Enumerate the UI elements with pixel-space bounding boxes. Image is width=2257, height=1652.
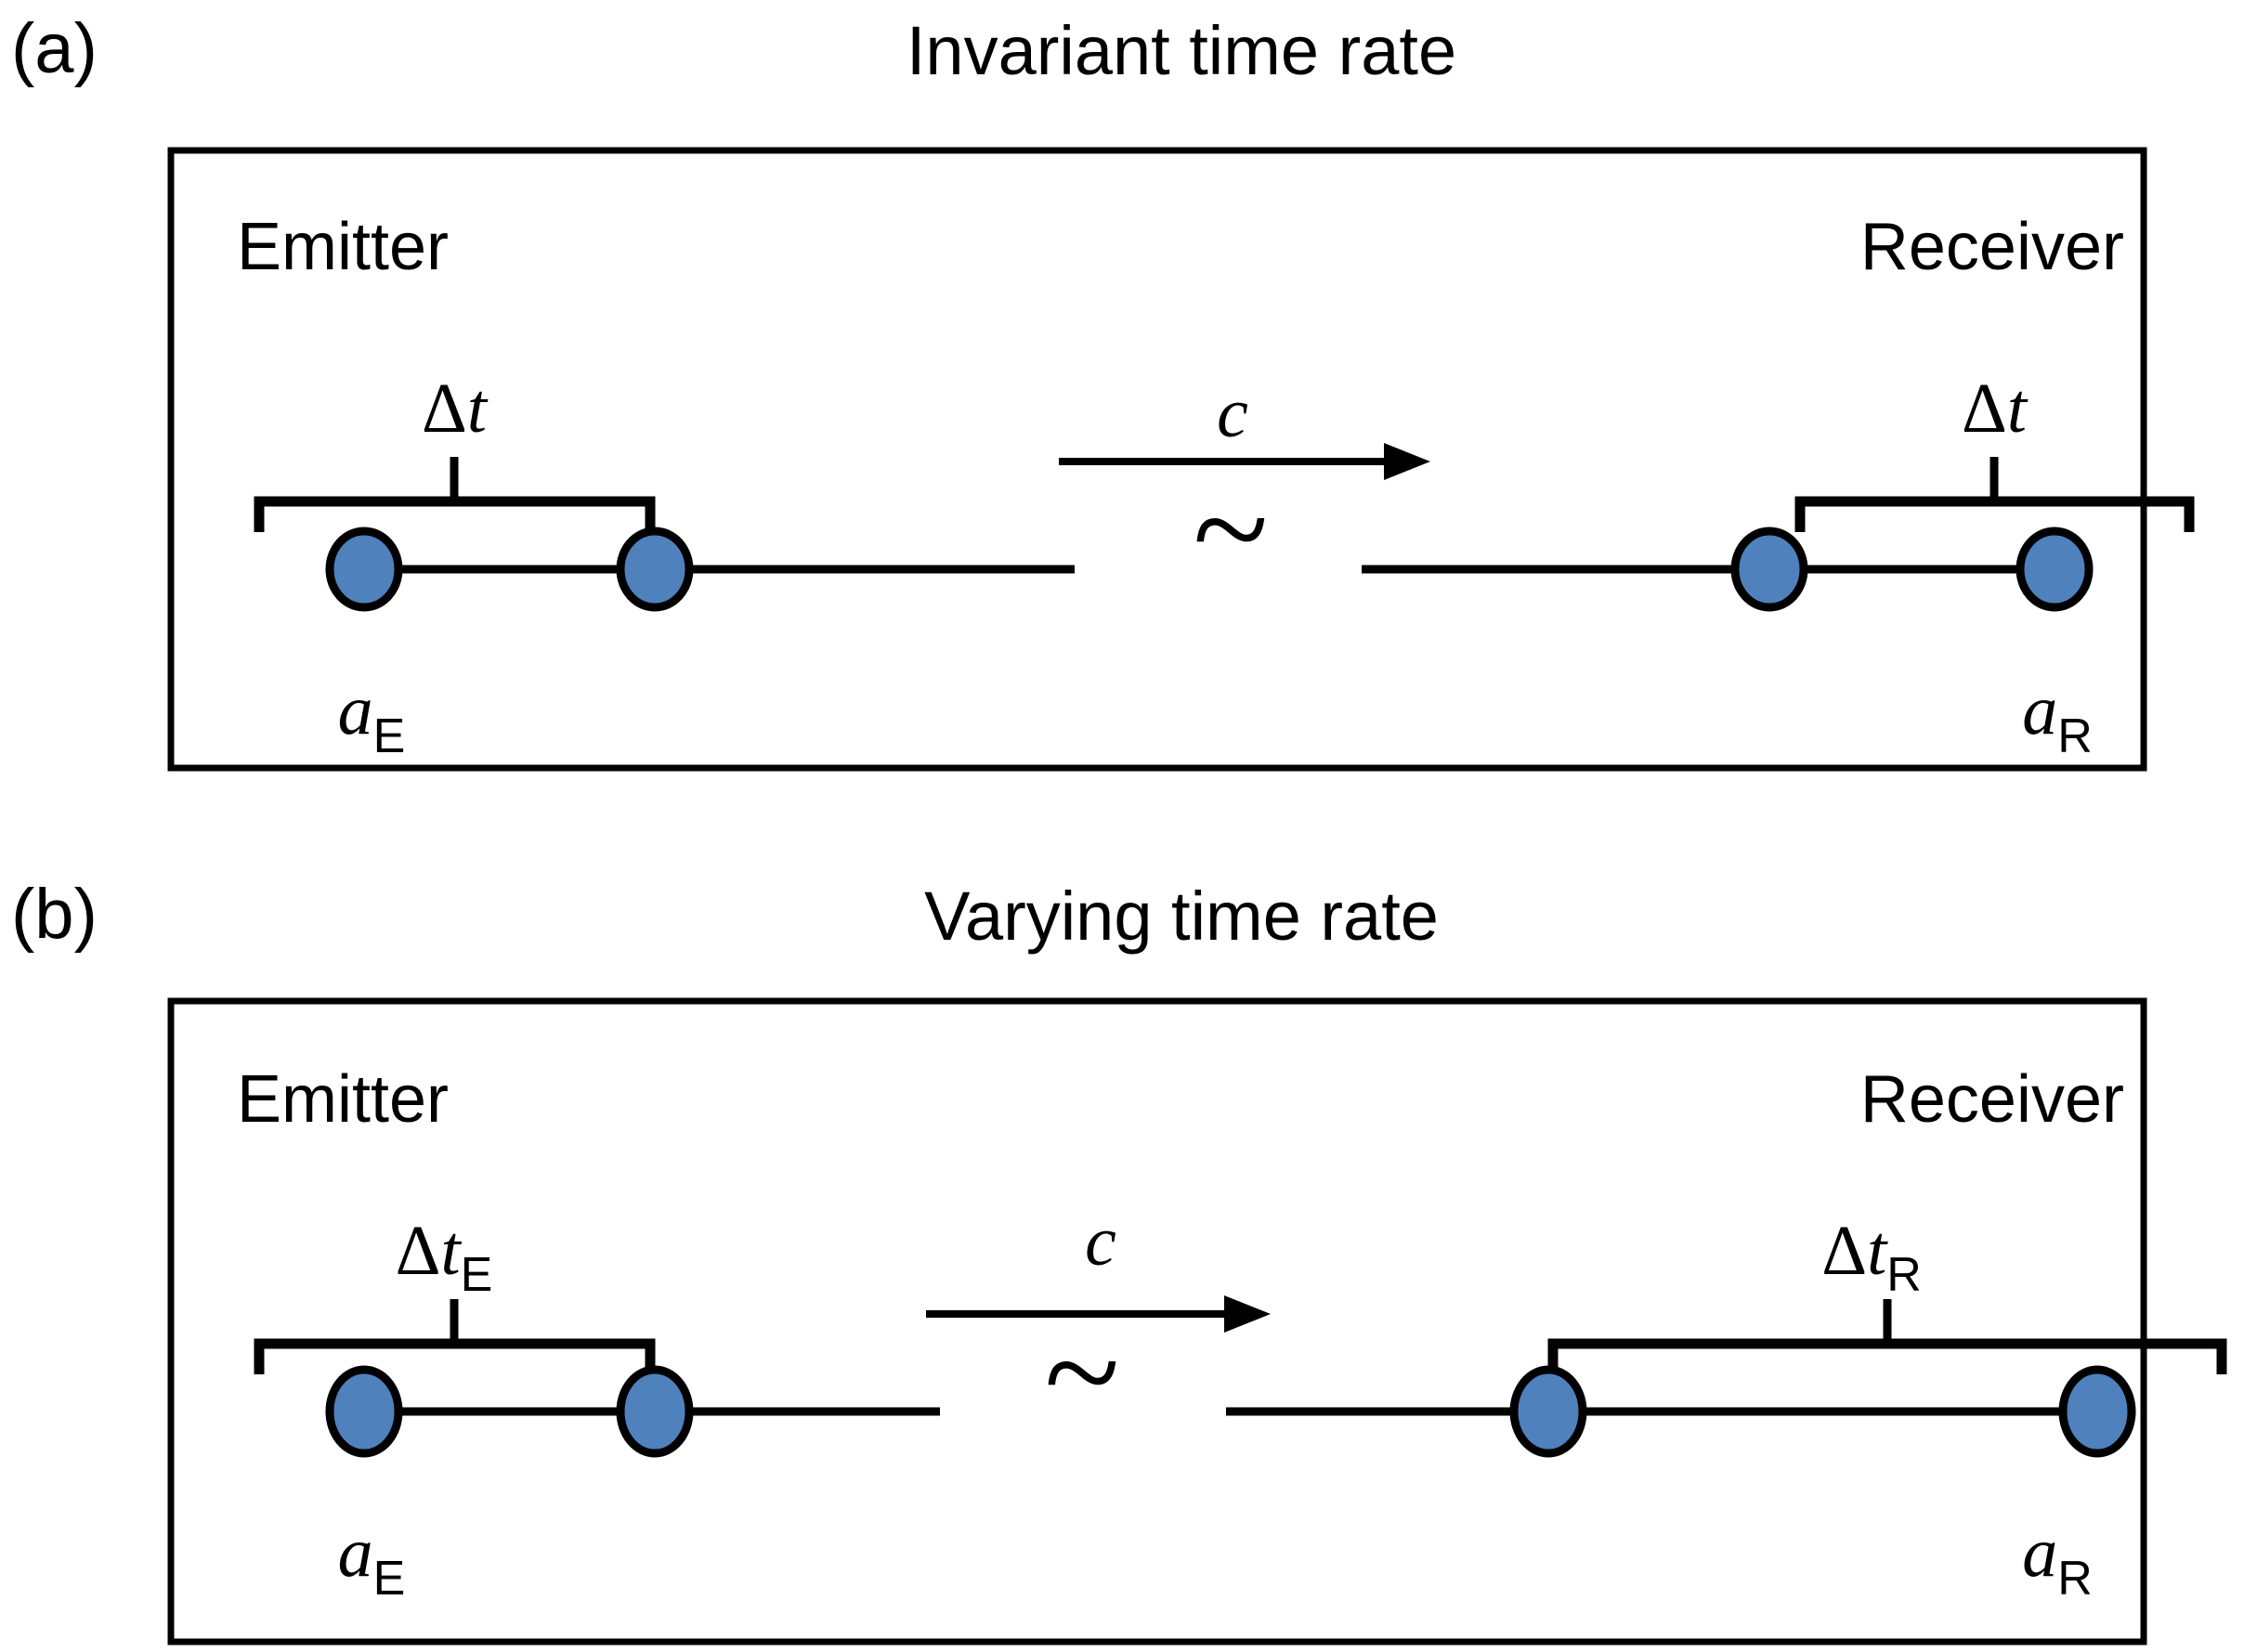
panel-a-emitter-brace: [254, 496, 656, 532]
panel-b-receiver-event-dot-1: [1509, 1365, 1587, 1458]
panel-a-receiver-event-dot-1: [1730, 527, 1808, 612]
panel-b-emitter-interval-label: ΔtE: [396, 1212, 493, 1302]
panel-b-letter: (b): [11, 875, 98, 954]
panel-a-receiver-scale-label: aR: [2022, 671, 2093, 763]
panel-a-emitter-scale-label: aE: [338, 671, 406, 763]
panel-a-letter: (a): [11, 9, 98, 88]
panel-a-receiver-label: Receiver: [1860, 210, 2124, 284]
panel-b-frame: [167, 997, 2147, 1645]
panel-b-receiver-brace: [1547, 1338, 2227, 1374]
panel-a-wave-glyph: ~: [1193, 452, 1268, 606]
panel-a-propagation-arrow-head: [1384, 443, 1430, 480]
panel-a-emitter-event-dot-2: [616, 527, 694, 612]
panel-b-emitter-scale-label: aE: [338, 1514, 406, 1606]
panel-a-emitter-event-dot-1: [325, 527, 403, 612]
panel-a-receiver-brace: [1794, 496, 2195, 532]
panel-b-receiver-interval-label: ΔtR: [1821, 1212, 1922, 1302]
panel-b-emitter-event-dot-1: [325, 1365, 403, 1458]
panel-b-receiver-label: Receiver: [1860, 1062, 2124, 1137]
panel-a-speed-label: c: [1217, 374, 1248, 452]
panel-b-wave-glyph: ~: [1044, 1295, 1119, 1450]
panel-b-receiver-scale-label: aR: [2022, 1514, 2093, 1606]
panel-a-title: Invariant time rate: [907, 12, 1456, 89]
panel-b-speed-label: c: [1085, 1203, 1116, 1281]
panel-a-receiver-event-dot-2: [2016, 527, 2094, 612]
panel-b-emitter-label: Emitter: [237, 1062, 449, 1137]
panel-b-title: Varying time rate: [924, 878, 1439, 955]
panel-a-receiver-interval-label: Δt: [1962, 370, 2029, 448]
panel-a-emitter-interval-label: Δt: [422, 370, 489, 448]
panel-b-emitter-event-dot-2: [616, 1365, 694, 1458]
panel-a-frame: [167, 147, 2147, 772]
panel-b-receiver-event-dot-2: [2058, 1365, 2136, 1458]
panel-b-propagation-arrow-head: [1224, 1295, 1271, 1333]
panel-a: (a) Invariant time rate Emitter Receiver…: [11, 9, 2195, 772]
panel-b-emitter-brace: [254, 1338, 656, 1374]
panel-a-emitter-label: Emitter: [237, 210, 449, 284]
panel-b: (b) Varying time rate Emitter Receiver Δ…: [11, 875, 2227, 1645]
